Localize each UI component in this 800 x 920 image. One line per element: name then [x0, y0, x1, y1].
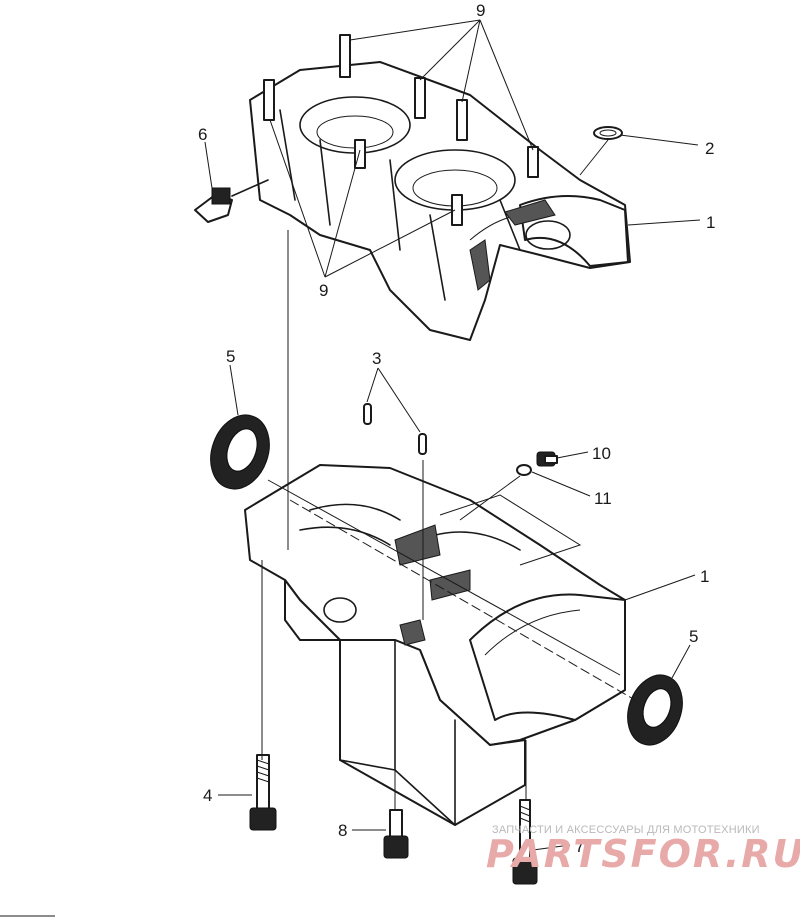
part-11-washer	[516, 464, 532, 476]
watermark-brand: PARTSFOR.RU	[486, 832, 800, 876]
bolt-8	[383, 809, 409, 859]
callout-6: 6	[198, 125, 207, 144]
callout-4: 4	[203, 786, 212, 805]
callout-1-lower: 1	[700, 567, 709, 586]
lower-crankcase	[244, 464, 626, 826]
dowel-pins	[363, 403, 427, 455]
callout-9-bottom: 9	[319, 281, 328, 300]
callout-8: 8	[338, 821, 347, 840]
callout-labels: 9 9 2 1 6 5 3 10 11 1 5 4 8 7	[198, 1, 715, 856]
callout-2: 2	[705, 139, 714, 158]
assembly-lines	[261, 230, 636, 810]
upper-crankcase	[249, 61, 631, 341]
callout-1-upper: 1	[706, 213, 715, 232]
part-10-screw	[536, 451, 558, 467]
callout-11: 11	[594, 489, 612, 508]
bolt-7	[512, 799, 538, 885]
callout-3: 3	[372, 349, 381, 368]
part-6-fitting	[194, 179, 269, 223]
callout-5-right: 5	[689, 627, 698, 646]
part-2-plate	[593, 126, 623, 140]
callout-leaders	[204, 19, 701, 851]
watermark-tagline: ЗАПЧАСТИ И АКСЕССУАРЫ ДЛЯ МОТОТЕХНИКИ	[492, 824, 760, 836]
callout-10: 10	[592, 444, 611, 463]
oil-seal-left	[210, 414, 270, 490]
callout-5-left: 5	[226, 347, 235, 366]
callout-9-top: 9	[476, 1, 485, 20]
callout-7: 7	[575, 837, 584, 856]
bolt-4	[249, 754, 277, 831]
oil-seal-right	[627, 674, 683, 746]
